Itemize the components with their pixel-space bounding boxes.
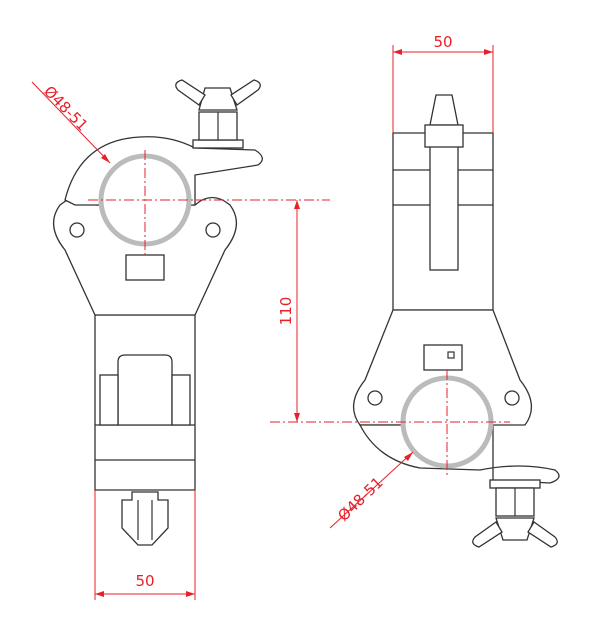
width-bottom-label: 50 xyxy=(135,572,154,590)
width-top-label: 50 xyxy=(433,33,452,51)
center-distance-label: 110 xyxy=(277,297,295,326)
left-clamp-view xyxy=(53,79,330,546)
dimension-pipe-right: Ø48-51 xyxy=(329,451,414,529)
right-clamp-view xyxy=(270,94,560,548)
dimension-pipe-left: Ø48-51 xyxy=(31,81,111,164)
dimension-center-distance: 110 xyxy=(277,200,300,422)
dimension-bottom-width: 50 xyxy=(94,490,196,600)
pipe-diameter-right-label: Ø48-51 xyxy=(334,473,386,524)
pipe-diameter-left-label: Ø48-51 xyxy=(40,82,91,134)
dimension-top-width: 50 xyxy=(392,33,494,133)
